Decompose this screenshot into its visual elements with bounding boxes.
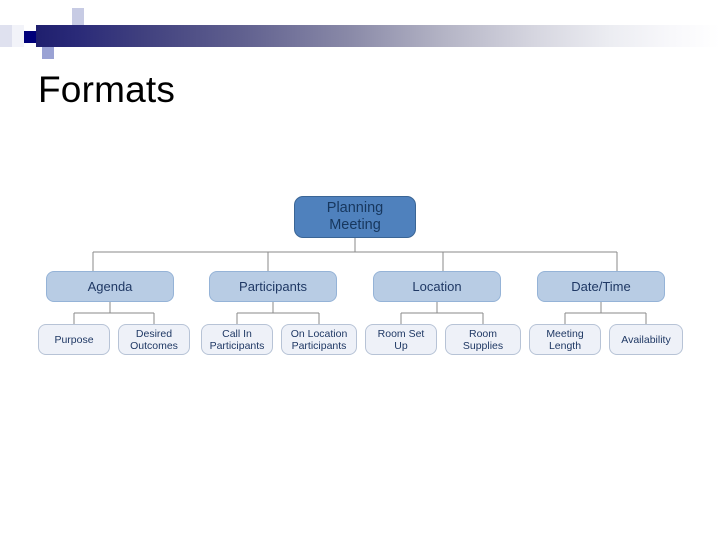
header-decor-square	[30, 47, 42, 59]
org-node-label: Availability	[621, 333, 671, 346]
org-node-label: Agenda	[87, 279, 133, 294]
header-gradient-band	[36, 25, 720, 47]
org-node-participants[interactable]: Participants	[209, 271, 337, 302]
header-decor-square	[54, 47, 66, 59]
page-title: Formats	[38, 69, 176, 110]
header-decor-square	[48, 0, 60, 25]
org-node-location[interactable]: Location	[373, 271, 501, 302]
org-node-label: Date/Time	[571, 279, 631, 294]
header-decor-square	[42, 47, 54, 59]
org-node-label: Participants	[239, 279, 307, 294]
header-decor-square	[18, 47, 30, 59]
org-node-availability[interactable]: Availability	[609, 324, 683, 355]
org-node-agenda[interactable]: Agenda	[46, 271, 174, 302]
header-decor-square	[24, 31, 36, 43]
org-node-label: Location	[412, 279, 462, 294]
header-decor-square	[72, 8, 84, 25]
org-node-purpose[interactable]: Purpose	[38, 324, 110, 355]
header-decor-square	[60, 8, 72, 25]
header-decor-square	[0, 25, 12, 47]
org-node-label: Purpose	[54, 333, 94, 346]
header-decor-square	[84, 0, 96, 25]
org-node-date-time[interactable]: Date/Time	[537, 271, 665, 302]
header-decor-square	[12, 25, 24, 47]
